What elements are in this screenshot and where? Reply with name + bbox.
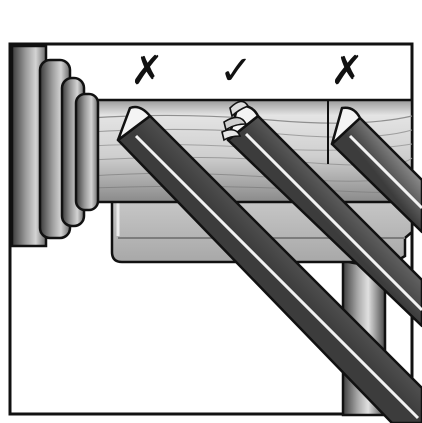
- wood-shaving: [223, 116, 248, 132]
- marks: ✗ ✓ ✗: [130, 48, 364, 94]
- lathe-headstock: [10, 44, 100, 248]
- wood-shaving: [229, 100, 250, 118]
- incorrect-mark-left: ✗: [130, 48, 164, 94]
- correct-mark: ✓: [219, 48, 253, 94]
- incorrect-mark-right: ✗: [330, 48, 364, 94]
- skew-chisel-correct: [221, 100, 422, 328]
- wood-shaving: [221, 128, 242, 142]
- skew-chisel-incorrect-left: [116, 105, 422, 423]
- skew-chisel-incorrect-right: [330, 106, 422, 234]
